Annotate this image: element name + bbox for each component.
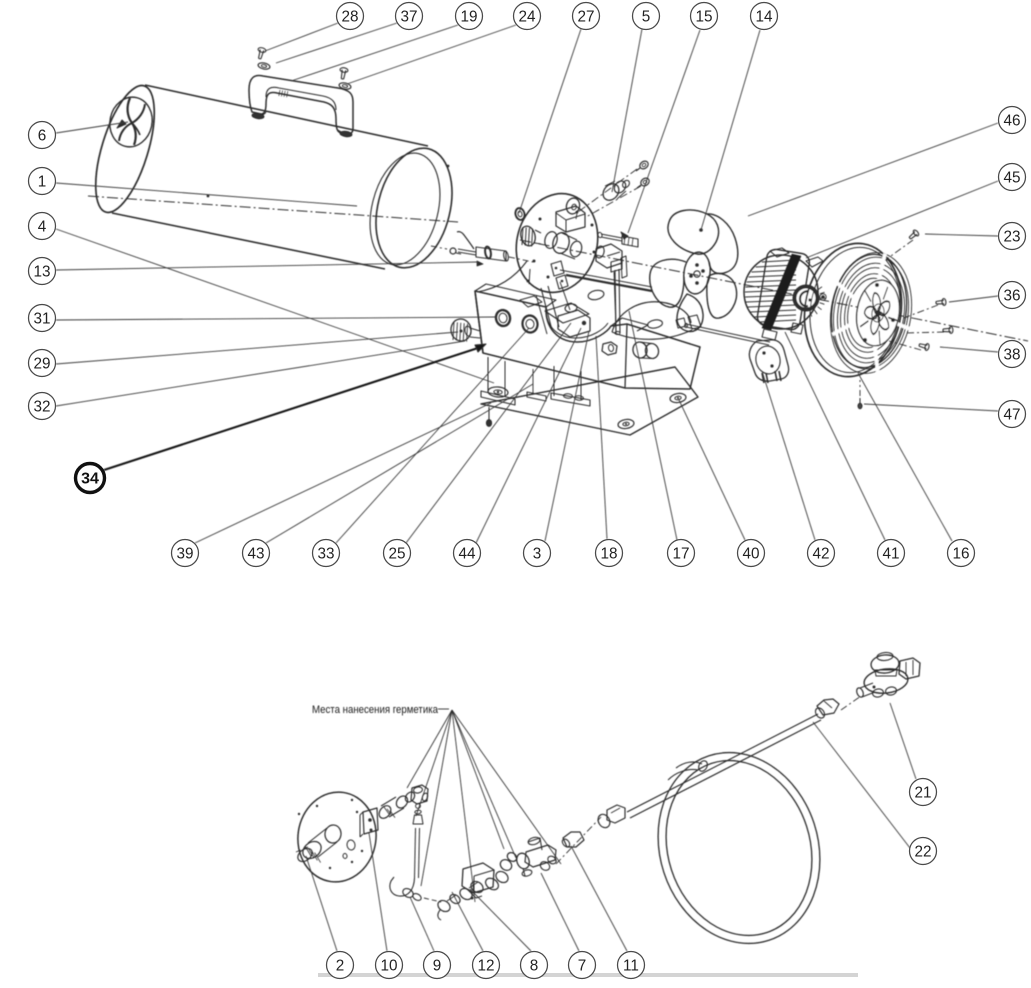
svg-text:3: 3	[533, 545, 542, 562]
svg-text:9: 9	[433, 957, 442, 974]
svg-text:23: 23	[1003, 228, 1020, 245]
svg-text:33: 33	[317, 545, 334, 562]
svg-text:44: 44	[458, 545, 476, 562]
svg-text:25: 25	[388, 545, 405, 562]
svg-text:6: 6	[38, 127, 47, 144]
svg-text:7: 7	[578, 957, 587, 974]
svg-text:Места нанесения герметика: Места нанесения герметика	[312, 704, 438, 716]
svg-text:36: 36	[1003, 287, 1020, 304]
svg-text:16: 16	[952, 545, 969, 562]
svg-text:47: 47	[1003, 406, 1020, 423]
svg-text:21: 21	[914, 784, 931, 801]
svg-text:15: 15	[695, 8, 712, 25]
svg-text:28: 28	[341, 8, 358, 25]
svg-text:19: 19	[460, 8, 477, 25]
svg-text:32: 32	[33, 398, 50, 415]
svg-text:1: 1	[38, 173, 47, 190]
svg-text:40: 40	[742, 545, 759, 562]
svg-text:13: 13	[33, 263, 50, 280]
svg-text:8: 8	[530, 957, 539, 974]
svg-text:29: 29	[33, 355, 50, 372]
svg-text:43: 43	[247, 545, 264, 562]
svg-text:12: 12	[477, 957, 494, 974]
svg-text:37: 37	[400, 8, 417, 25]
svg-text:11: 11	[623, 957, 639, 974]
svg-text:34: 34	[81, 471, 99, 488]
svg-text:46: 46	[1003, 112, 1020, 129]
svg-text:27: 27	[577, 8, 594, 25]
svg-text:38: 38	[1003, 346, 1020, 363]
svg-text:2: 2	[336, 957, 345, 974]
svg-text:17: 17	[672, 545, 689, 562]
svg-text:39: 39	[176, 545, 193, 562]
svg-text:22: 22	[914, 843, 931, 860]
svg-text:10: 10	[380, 957, 397, 974]
svg-text:4: 4	[38, 218, 47, 235]
svg-text:18: 18	[600, 545, 617, 562]
svg-text:45: 45	[1003, 169, 1020, 186]
svg-text:5: 5	[642, 8, 651, 25]
svg-text:42: 42	[812, 545, 829, 562]
svg-text:24: 24	[518, 8, 536, 25]
svg-text:14: 14	[755, 8, 773, 25]
svg-text:41: 41	[882, 545, 899, 562]
svg-text:31: 31	[33, 310, 50, 327]
